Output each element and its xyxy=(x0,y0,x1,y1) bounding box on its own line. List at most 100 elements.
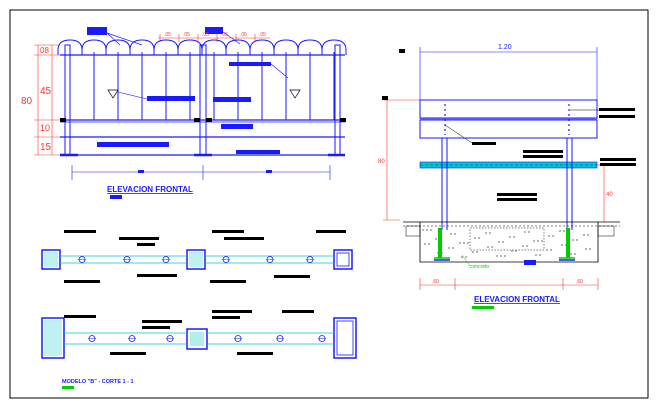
aggregate-dot xyxy=(522,245,524,247)
vdim-10: 10 xyxy=(40,123,50,133)
right-elevation: 1.20 80 40 xyxy=(378,44,636,309)
aggregate-dot xyxy=(496,255,498,257)
aggregate-dot xyxy=(487,246,489,248)
top-dim-label: .05 xyxy=(202,32,209,38)
aggregate-dot xyxy=(570,253,572,255)
label-bar xyxy=(229,62,271,66)
aggregate-dot xyxy=(498,241,500,243)
aggregate-dot xyxy=(535,254,537,256)
railing-arch xyxy=(81,39,107,55)
railing-arch xyxy=(321,39,347,55)
label-bar xyxy=(236,150,280,154)
label-tag xyxy=(205,27,223,34)
aggregate-dot xyxy=(489,232,491,234)
aggregate-dot xyxy=(472,251,474,253)
aggregate-dot xyxy=(430,229,432,231)
top-dim-label: .05 xyxy=(240,32,247,38)
top-dim-label: .05 xyxy=(183,32,190,38)
top-dim-label: .05 xyxy=(259,32,266,38)
aggregate-dot xyxy=(452,247,454,249)
aggregate-dot xyxy=(583,234,585,236)
aggregate-dot xyxy=(478,237,480,239)
label-tag xyxy=(87,27,107,35)
aggregate-dot xyxy=(572,239,574,241)
railing-arch xyxy=(153,39,179,55)
footing-dim-left: .60 xyxy=(432,279,439,285)
aggregate-dot xyxy=(526,245,528,247)
aggregate-dot xyxy=(511,250,513,252)
railing-arch xyxy=(297,39,323,55)
aggregate-dot xyxy=(585,248,587,250)
aggregate-dot xyxy=(509,236,511,238)
aggregate-dot xyxy=(528,231,530,233)
aggregate-dot xyxy=(502,241,504,243)
concrete-callout: concreto xyxy=(470,264,489,270)
aggregate-dot xyxy=(450,233,452,235)
aggregate-dot xyxy=(422,229,424,231)
aggregate-dot xyxy=(550,249,552,251)
footing-dim-right: .60 xyxy=(576,279,583,285)
aggregate-dot xyxy=(515,250,517,252)
aggregate-dot xyxy=(589,248,591,250)
railing-arch xyxy=(225,39,251,55)
label-bar xyxy=(213,97,251,102)
vdim-45: 45 xyxy=(40,86,52,97)
aggregate-dot xyxy=(485,232,487,234)
left-elevation-title: ELEVACION FRONTAL xyxy=(107,185,193,194)
aggregate-dot xyxy=(539,254,541,256)
plan-section-bottom xyxy=(41,310,357,359)
aggregate-dot xyxy=(454,233,456,235)
aggregate-dot xyxy=(548,235,550,237)
aggregate-dot xyxy=(465,256,467,258)
right-elevation-title: ELEVACION FRONTAL xyxy=(474,295,560,304)
top-dim-label: .05 xyxy=(164,32,171,38)
aggregate-dot xyxy=(461,256,463,258)
railing-arch xyxy=(57,39,83,55)
aggregate-dot xyxy=(428,243,430,245)
aggregate-dot xyxy=(476,251,478,253)
aggregate-dot xyxy=(552,235,554,237)
vdim-total: 80 xyxy=(21,96,33,107)
aggregate-dot xyxy=(459,242,461,244)
aggregate-dot xyxy=(463,242,465,244)
left-elevation: .05 .05 .05 .05 .05 .05 08 45 10 15 80 xyxy=(21,27,347,199)
aggregate-dot xyxy=(474,237,476,239)
aggregate-dot xyxy=(513,236,515,238)
top-dim-label: .05 xyxy=(221,32,228,38)
aggregate-dot xyxy=(563,230,565,232)
vdim-15: 15 xyxy=(40,142,52,153)
plan-title: MODELO "B" - CORTE 1 - 1 xyxy=(62,379,134,385)
aggregate-dot xyxy=(448,247,450,249)
aggregate-dot xyxy=(561,244,563,246)
height-dim: 80 xyxy=(378,159,385,165)
aggregate-dot xyxy=(524,231,526,233)
aggregate-dot xyxy=(587,234,589,236)
aggregate-dot xyxy=(546,249,548,251)
railing-arch xyxy=(105,39,131,55)
label-bar xyxy=(221,124,253,129)
clearance-dim: 40 xyxy=(606,192,613,198)
label-bar xyxy=(97,142,169,147)
railing-arch xyxy=(249,39,275,55)
aggregate-dot xyxy=(541,240,543,242)
aggregate-dot xyxy=(574,253,576,255)
width-dim: 1.20 xyxy=(498,44,512,51)
railing-arch xyxy=(177,39,203,55)
aggregate-dot xyxy=(426,229,428,231)
railing-arch xyxy=(129,39,155,55)
vdim-08: 08 xyxy=(40,46,49,55)
aggregate-dot xyxy=(537,240,539,242)
railing-arch xyxy=(201,39,227,55)
aggregate-dot xyxy=(559,230,561,232)
label-bar xyxy=(147,96,195,101)
aggregate-dot xyxy=(533,240,535,242)
aggregate-dot xyxy=(491,246,493,248)
railing-arch xyxy=(273,39,299,55)
aggregate-dot xyxy=(424,243,426,245)
drawing-frame xyxy=(9,9,649,399)
aggregate-dot xyxy=(576,239,578,241)
aggregate-dot xyxy=(467,242,469,244)
plan-section-top xyxy=(41,230,353,283)
aggregate-dot xyxy=(435,238,437,240)
